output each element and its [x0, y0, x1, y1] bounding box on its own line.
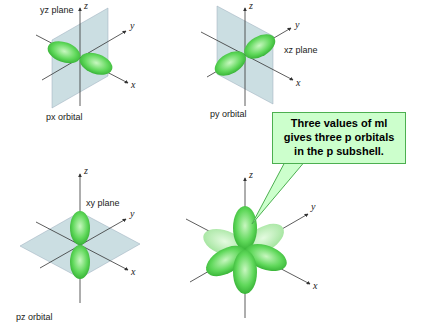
orbital-lobe: [233, 206, 257, 250]
callout-text: Three values of ml gives three p orbital…: [278, 117, 400, 158]
axes: [201, 8, 293, 106]
plane-label: xz plane: [284, 46, 318, 55]
axis-label: z: [249, 170, 253, 180]
orbital-lobe: [211, 46, 250, 80]
axis-label: z: [84, 1, 88, 11]
orbital-lobe: [70, 245, 90, 279]
axis-label: x: [131, 267, 135, 277]
plane-label: yz plane: [40, 6, 74, 15]
axis-label: y: [130, 209, 134, 219]
axes: [36, 174, 128, 303]
orbital-label: pz orbital: [16, 313, 53, 322]
orbital-label: px orbital: [46, 113, 83, 122]
axis-label: x: [313, 281, 317, 291]
axis-label: z: [84, 166, 88, 176]
callout-box: Three values of ml gives three p orbital…: [272, 112, 406, 164]
axes: [36, 8, 128, 106]
axis-label: y: [311, 202, 315, 212]
axis-label: x: [131, 80, 135, 90]
axis-label: x: [296, 78, 300, 88]
orbital-lobe: [70, 211, 90, 245]
orbital-label: py orbital: [210, 110, 247, 119]
callout-tail: [252, 160, 306, 224]
xy-plane: [20, 212, 140, 278]
axis-label: y: [295, 20, 299, 30]
axes: [186, 178, 310, 318]
axis-label: z: [249, 1, 253, 11]
orbital-lobe: [45, 37, 84, 67]
axis-label: y: [130, 21, 134, 31]
orbital-lobe: [233, 250, 257, 294]
orbital-lobe: [77, 49, 116, 79]
orbital-lobe: [240, 29, 279, 63]
plane-label: xy plane: [86, 199, 120, 208]
